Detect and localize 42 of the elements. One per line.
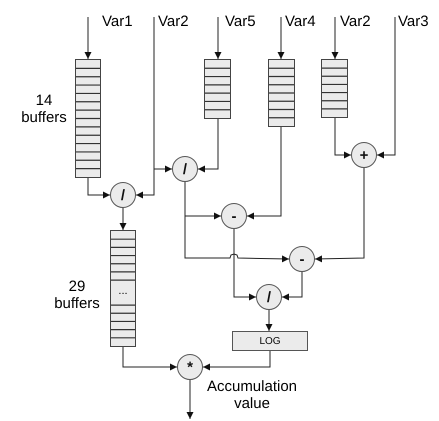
arrow [234,228,256,300]
arrow [332,16,338,60]
arrow [266,310,272,332]
ellipsis-text: ... [117,284,129,297]
input-label: Var4 [281,12,325,32]
arrow [120,208,126,230]
caption-text: Accumulation value [206,378,298,412]
operator-circle: / [110,182,136,208]
arrow [278,16,284,60]
operator-circle: - [221,203,247,229]
buffer-stack [75,59,101,178]
arrow [334,118,352,158]
buffer-stack [204,59,231,119]
buffer-stack [268,59,295,127]
arrow [214,16,222,60]
input-label: Var2 [335,12,379,32]
input-label: Var2 [154,12,198,32]
arrow [154,16,172,172]
arrow [282,272,302,300]
operator-circle: - [289,246,315,272]
buffer-stack [321,59,348,118]
input-label: Var5 [218,12,266,32]
caption-text: 29 buffers [53,278,101,312]
arrow [314,168,364,262]
operator-circle: / [256,284,282,310]
buffer-stack [110,230,136,347]
input-label: Var1 [88,12,140,32]
arrow [246,126,282,220]
arrow [376,16,396,158]
operator-circle: + [351,142,377,168]
arrow [84,16,92,60]
arrow [198,118,218,172]
arrow [88,178,110,198]
input-label: Var3 [395,12,435,32]
arrow [202,350,270,370]
operator-circle: / [172,156,198,182]
arrow [184,182,290,262]
caption-text: 14 buffers [20,92,68,126]
arrow [122,346,178,370]
arrow [186,380,194,420]
log-box: LOG [232,331,308,351]
operator-circle: * [177,354,203,380]
